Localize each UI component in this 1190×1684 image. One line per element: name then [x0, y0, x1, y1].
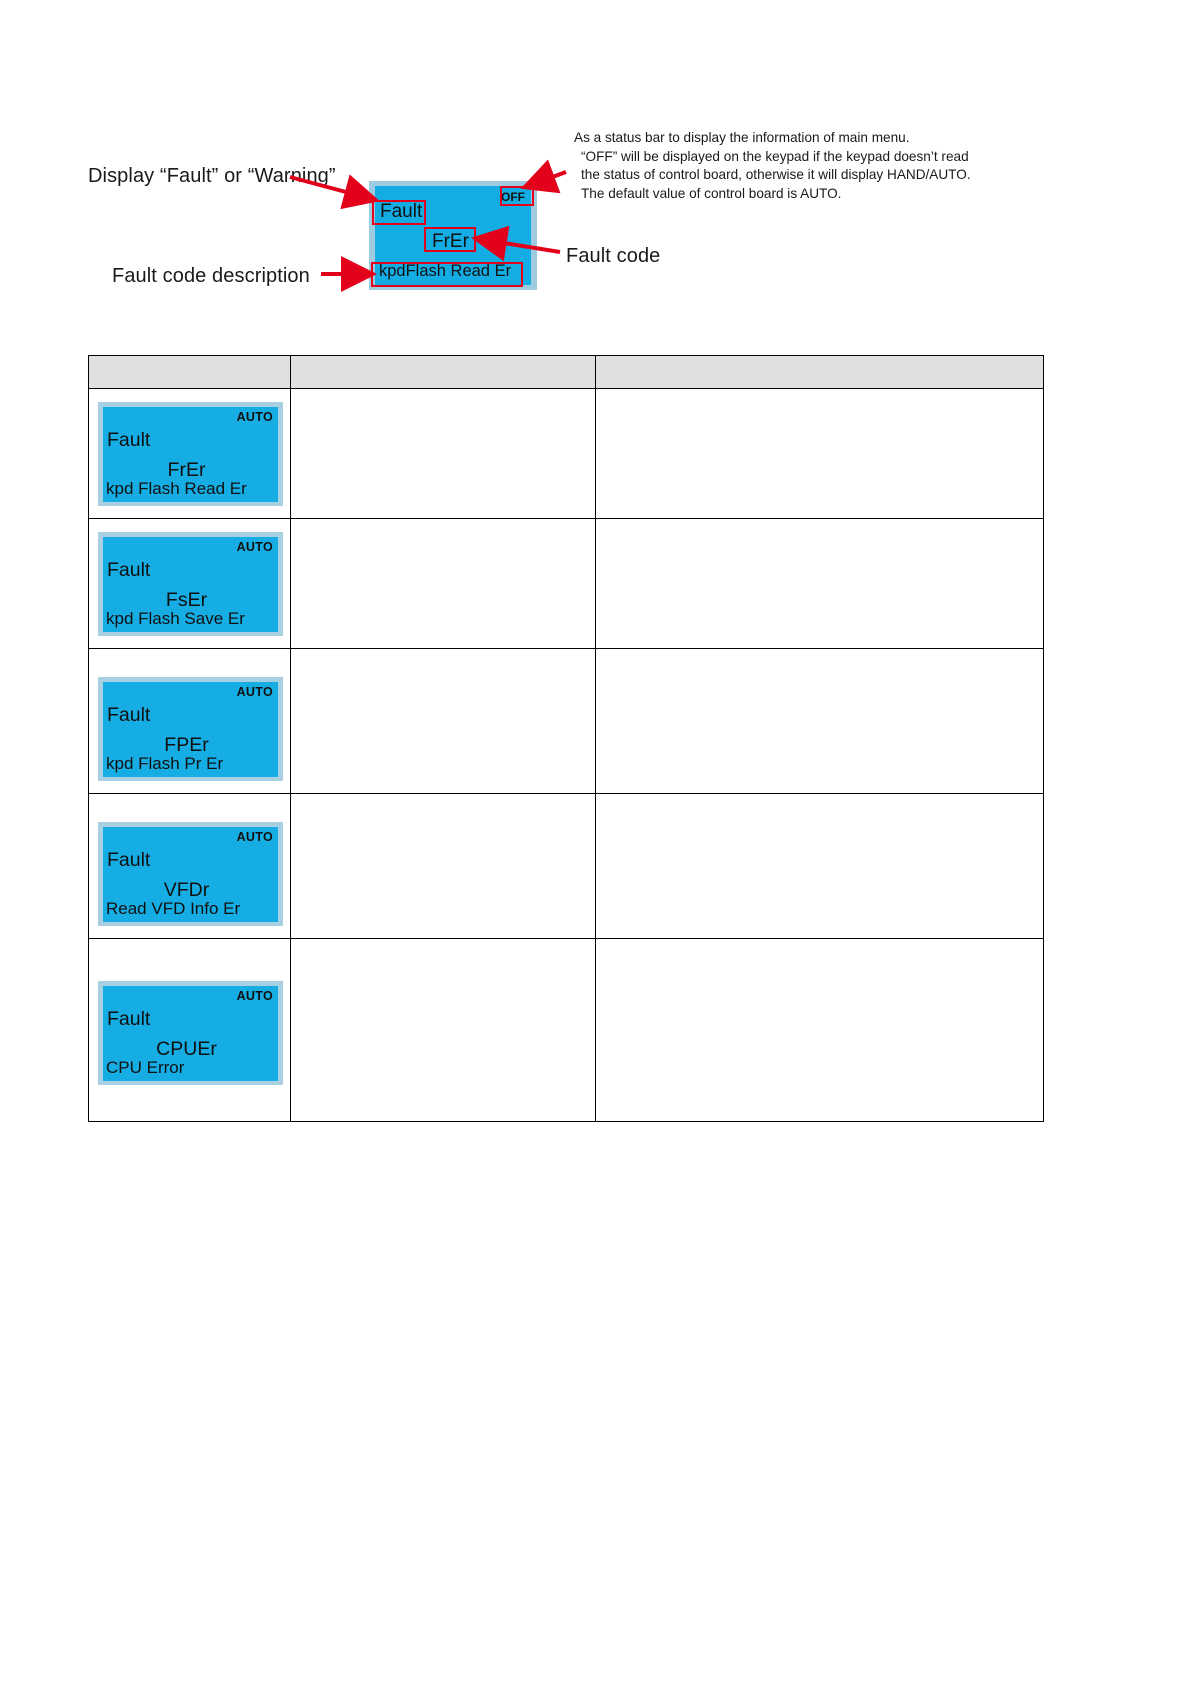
table-cell-display: AUTO Fault FsEr kpd Flash Save Er: [88, 518, 291, 649]
action-text: [596, 794, 1043, 810]
action-text: [596, 649, 1043, 665]
display-description: kpd Flash Read Er: [106, 479, 247, 498]
keypad-screen: AUTO Fault CPUEr CPU Error: [103, 986, 278, 1081]
arrow-to-status: [520, 159, 567, 194]
table-row: AUTO Fault CPUEr CPU Error: [88, 938, 1044, 1122]
display-title: Fault: [107, 704, 151, 726]
table-cell-display: AUTO Fault CPUEr CPU Error: [88, 938, 291, 1122]
status-bar-note-line-1: As a status bar to display the informati…: [574, 130, 910, 145]
keypad-screen: AUTO Fault FPEr kpd Flash Pr Er: [103, 682, 278, 777]
cause-text: [291, 389, 595, 405]
display-status: AUTO: [236, 540, 273, 554]
display-fault-code: VFDr: [163, 879, 210, 901]
display-status: AUTO: [236, 410, 273, 424]
table-cell-action: [595, 938, 1044, 1122]
callout-label-fault-code: Fault code: [566, 245, 661, 267]
display-status: AUTO: [236, 989, 273, 1003]
table-cell-cause: [290, 648, 596, 794]
display-description: kpd Flash Pr Er: [106, 754, 224, 773]
table-cell-display: AUTO Fault FrEr kpd Flash Read Er: [88, 388, 291, 519]
display-description: Read VFD Info Er: [106, 899, 241, 918]
status-bar-note-line-3: the status of control board, otherwise i…: [581, 167, 971, 183]
example-keypad-display: Fault OFF FrEr kpdFlash Read Er: [369, 181, 537, 290]
table-header-cause: [290, 355, 596, 389]
display-fault-code: CPUEr: [156, 1038, 217, 1060]
keypad-display: AUTO Fault FsEr kpd Flash Save Er: [98, 532, 283, 636]
table-cell-action: [595, 388, 1044, 519]
example-display-description: kpdFlash Read Er: [379, 262, 512, 280]
keypad-annotation-diagram: Display “Fault” or “Warning” Fault code …: [0, 0, 1190, 330]
display-description: kpd Flash Save Er: [106, 609, 245, 628]
keypad-screen: AUTO Fault FrEr kpd Flash Read Er: [103, 407, 278, 502]
action-text: [596, 389, 1043, 405]
status-bar-note-line-2: “OFF” will be displayed on the keypad if…: [581, 148, 969, 164]
callout-label-fault-code-description: Fault code description: [112, 265, 310, 287]
arrow-to-title: [289, 174, 380, 210]
keypad-display: AUTO Fault CPUEr CPU Error: [98, 981, 283, 1085]
cause-text: [291, 794, 595, 810]
keypad-screen: AUTO Fault FsEr kpd Flash Save Er: [103, 537, 278, 632]
example-display-title: Fault: [380, 201, 423, 222]
keypad-screen: AUTO Fault VFDr Read VFD Info Er: [103, 827, 278, 922]
table-cell-cause: [290, 388, 596, 519]
status-bar-note-line-4: The default value of control board is AU…: [581, 185, 842, 201]
display-title: Fault: [107, 429, 151, 451]
example-display-status: OFF: [501, 190, 525, 204]
table-cell-cause: [290, 793, 596, 939]
keypad-display: AUTO Fault FrEr kpd Flash Read Er: [98, 402, 283, 506]
fault-code-table: AUTO Fault FrEr kpd Flash Read Er AUTO: [88, 355, 1044, 1122]
table-cell-display: AUTO Fault FPEr kpd Flash Pr Er: [88, 648, 291, 794]
annotation-arrows: [289, 159, 567, 292]
display-status: AUTO: [236, 685, 273, 699]
cause-text: [291, 649, 595, 665]
example-display-fault-code: FrEr: [432, 231, 469, 252]
table-cell-action: [595, 648, 1044, 794]
table-header-row: [88, 355, 1044, 389]
table-cell-cause: [290, 938, 596, 1122]
display-fault-code: FPEr: [164, 734, 209, 756]
cause-text: [291, 939, 595, 955]
display-title: Fault: [107, 559, 151, 581]
display-title: Fault: [107, 1008, 151, 1030]
table-cell-cause: [290, 518, 596, 649]
arrow-to-fault-code: [471, 225, 561, 262]
table-cell-action: [595, 793, 1044, 939]
callout-label-fault-or-warning: Display “Fault” or “Warning”: [88, 165, 336, 187]
display-status: AUTO: [236, 830, 273, 844]
cause-text: [291, 519, 595, 535]
table-row: AUTO Fault VFDr Read VFD Info Er: [88, 793, 1044, 939]
table-header-display: [88, 355, 291, 389]
table-row: AUTO Fault FsEr kpd Flash Save Er: [88, 518, 1044, 649]
keypad-display: AUTO Fault FPEr kpd Flash Pr Er: [98, 677, 283, 781]
table-cell-display: AUTO Fault VFDr Read VFD Info Er: [88, 793, 291, 939]
display-fault-code: FrEr: [167, 459, 206, 481]
table-cell-action: [595, 518, 1044, 649]
display-fault-code: FsEr: [165, 589, 208, 611]
display-title: Fault: [107, 849, 151, 871]
example-keypad-screen: Fault OFF FrEr kpdFlash Read Er: [375, 186, 531, 285]
action-text: [596, 519, 1043, 535]
table-row: AUTO Fault FrEr kpd Flash Read Er: [88, 388, 1044, 519]
display-description: CPU Error: [106, 1058, 185, 1077]
action-text: [596, 939, 1043, 955]
keypad-display: AUTO Fault VFDr Read VFD Info Er: [98, 822, 283, 926]
table-row: AUTO Fault FPEr kpd Flash Pr Er: [88, 648, 1044, 794]
table-header-action: [595, 355, 1044, 389]
status-bar-note: As a status bar to display the informati…: [574, 129, 1044, 203]
